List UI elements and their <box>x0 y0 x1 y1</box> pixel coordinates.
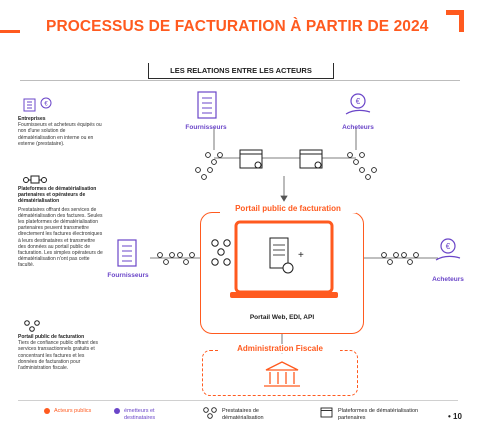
footer-prestataires: Prestataires de dématérialisation <box>222 408 264 421</box>
footer-divider <box>18 400 458 401</box>
corner-bracket <box>446 10 464 32</box>
legend-entreprises-title: Entreprises <box>18 116 46 122</box>
building-icon-top-left <box>197 91 217 119</box>
subtitle-divider <box>20 80 460 81</box>
svg-text:€: € <box>356 97 361 106</box>
section-subtitle: LES RELATIONS ENTRE LES ACTEURS <box>148 63 334 79</box>
admin-title: Administration Fiscale <box>220 344 340 353</box>
platform-chain-icon <box>23 175 47 184</box>
legend-entreprises-text: Fournisseurs et acheteurs équipés ou non… <box>18 122 102 147</box>
legend-ppf-text: Tiers de confiance public offrant des se… <box>18 340 99 372</box>
legend-ppf-title: Portail public de facturation <box>18 334 85 340</box>
portal-monitor-icon: + <box>230 220 338 298</box>
portal-people-icon <box>211 239 231 266</box>
svg-text:+: + <box>298 250 304 261</box>
building-coin-icon: € <box>23 97 52 112</box>
label-acheteurs-top: Acheteurs <box>342 124 374 131</box>
footer-plateformes: Plateformes de dématérialisation partena… <box>338 408 419 421</box>
people-network-icon <box>24 320 40 332</box>
platform-box-right <box>299 149 323 169</box>
page-title: PROCESSUS DE FACTURATION À PARTIR DE 202… <box>46 18 429 35</box>
coin-hand-icon-top-right: € <box>345 93 371 115</box>
legend-ppf: Portail public de facturation Tiers de c… <box>18 334 104 371</box>
label-fournisseurs-left: Fournisseurs <box>107 272 149 279</box>
label-fournisseurs-top: Fournisseurs <box>185 124 227 131</box>
portal-caption: Portail Web, EDI, API <box>249 314 315 321</box>
legend-pdp-title: Plateformes de dématérialisation partena… <box>18 186 97 205</box>
svg-text:€: € <box>44 102 48 108</box>
footer-emetteurs: émetteurs et destinataires <box>124 408 156 421</box>
coin-hand-icon-right: € <box>435 238 461 261</box>
label-acheteurs-right: Acheteurs <box>432 276 464 283</box>
legend-pdp: Plateformes de dématérialisation partena… <box>18 186 104 269</box>
admin-box <box>202 350 358 396</box>
footer-acteurs-publics: Acteurs publics <box>54 408 92 414</box>
legend-dot-public <box>44 408 50 414</box>
legend-pdp-text: Prestataires offrant des services de dém… <box>18 206 103 269</box>
platform-box-left <box>239 149 263 169</box>
legend-entreprises: Entreprises Fournisseurs et acheteurs éq… <box>18 116 104 147</box>
svg-text:€: € <box>446 242 451 251</box>
page-number: • 10 <box>448 412 462 421</box>
portal-title: Portail public de facturation <box>220 204 356 213</box>
header-accent-bar <box>0 30 20 33</box>
building-icon-left <box>117 239 137 267</box>
admin-building-icon <box>264 361 300 387</box>
legend-dot-emetteurs <box>114 408 120 414</box>
footer-platform-icon <box>320 407 333 418</box>
footer-people-icon <box>203 407 217 419</box>
